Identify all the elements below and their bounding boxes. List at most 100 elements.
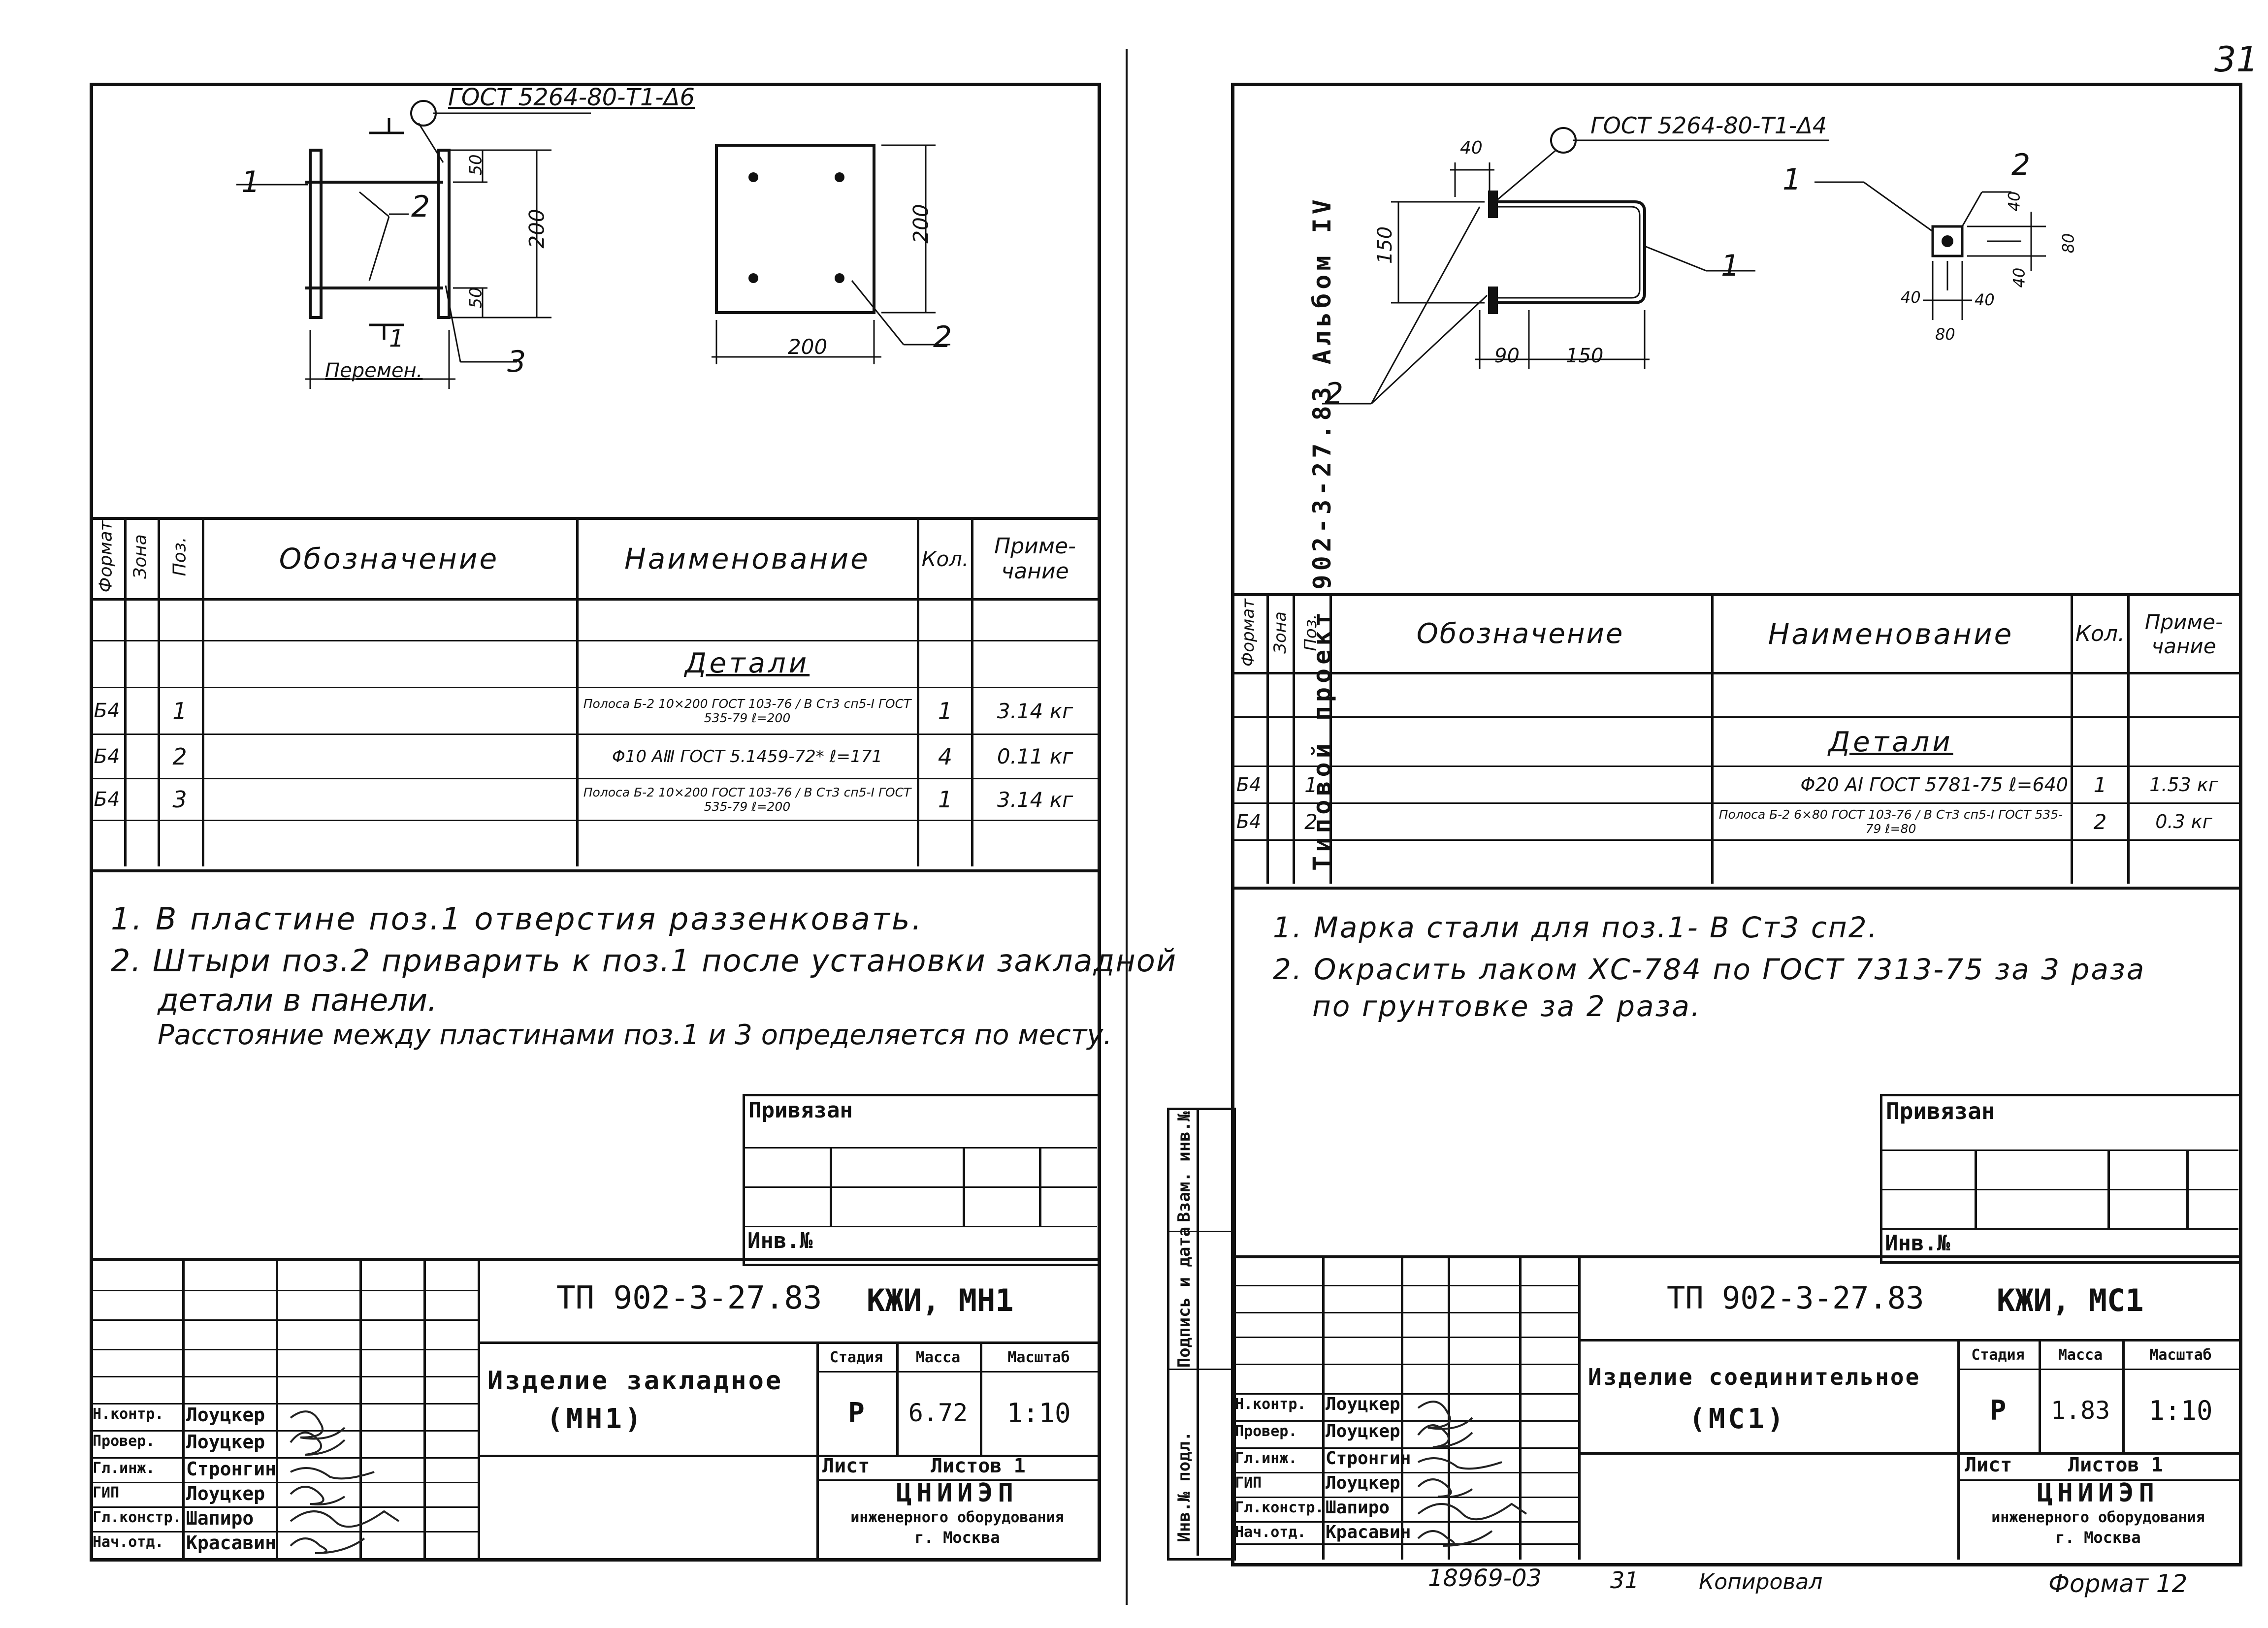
- right-row1-qty: 1: [2093, 772, 2107, 797]
- footer-sheet-no: 31: [1610, 1567, 1639, 1594]
- left-mass-header: Масса: [915, 1349, 961, 1366]
- right-note-3: по грунтовке за 2 раза.: [1312, 990, 1702, 1023]
- right-note-2: 2. Окрасить лаком ХС-784 по ГОСТ 7313-75…: [1273, 953, 2146, 986]
- right-dim-40-a: 40: [2005, 191, 2024, 212]
- left-header-note: Приме-чание: [994, 534, 1076, 584]
- right-dim-80-b: 80: [1935, 325, 1955, 344]
- right-header-qty: Кол.: [2075, 621, 2125, 646]
- side-stamp: [1167, 1108, 1236, 1561]
- left-sheet: [90, 83, 1101, 1562]
- page-number: 31: [2214, 39, 2258, 80]
- left-group-details: Детали: [684, 647, 810, 679]
- right-dim-40-c: 40: [1901, 288, 1921, 307]
- right-dim-80-a: 80: [2059, 233, 2078, 254]
- left-binding-box: [743, 1094, 1100, 1266]
- footer-format: Формат 12: [2048, 1569, 2188, 1598]
- left-row2-name: Φ10 АⅢ ГОСТ 5.1459-72* ℓ=171: [612, 746, 883, 766]
- footer-order-no: 18969-03: [1428, 1564, 1542, 1592]
- left-dim-200-plan-h: 200: [788, 335, 828, 359]
- right-row1-pos: 1: [1304, 772, 1318, 797]
- left-item-mark: (МН1): [547, 1403, 645, 1435]
- right-row1-name: Φ20 АI ГОСТ 5781-75 ℓ=640: [1800, 774, 2068, 796]
- right-callout-2-plates: 2: [1325, 377, 1344, 411]
- left-dim-200-plan-v: 200: [908, 204, 933, 244]
- left-note-1: 1. В пластине поз.1 отверстия раззенкова…: [111, 901, 924, 937]
- right-signatures: [1417, 1401, 1527, 1547]
- right-row2-format: Б4: [1236, 811, 1262, 832]
- left-name-4: Лоуцкер: [186, 1483, 265, 1504]
- left-sheet-label: Лист: [822, 1455, 870, 1477]
- left-variable-label: Перемен.: [325, 359, 423, 382]
- left-role-5: Гл.констр.: [93, 1509, 182, 1526]
- left-header-name: Наименование: [624, 542, 870, 575]
- right-name-6: Красавин: [1326, 1522, 1411, 1542]
- footer-copied: Копировал: [1699, 1569, 1823, 1595]
- right-name-5: Шапиро: [1326, 1498, 1390, 1518]
- left-org-2: инженерного оборудования: [850, 1509, 1064, 1526]
- left-inv-label: Инв.№: [747, 1228, 813, 1253]
- right-role-2: Провер.: [1235, 1423, 1297, 1440]
- left-stage-value: Р: [848, 1397, 865, 1429]
- left-row3-note: 3.14 кг: [997, 787, 1073, 812]
- right-callout-1-bar: 1: [1721, 249, 1740, 283]
- left-row1-note: 3.14 кг: [997, 699, 1073, 723]
- right-role-5: Гл.констр.: [1235, 1499, 1324, 1516]
- right-row2-pos: 2: [1304, 809, 1318, 834]
- left-role-1: Н.контр.: [93, 1405, 164, 1423]
- left-row2-format: Б4: [94, 745, 120, 768]
- left-spec-table: [90, 517, 1098, 872]
- left-row3-pos: 3: [172, 786, 187, 813]
- left-callout-2-plan: 2: [933, 320, 952, 354]
- left-row3-name: Полоса Б-2 10×200 ГОСТ 103-76 / В Ст3 сп…: [583, 785, 911, 814]
- right-sheet: [1231, 83, 2242, 1566]
- right-inv-label: Инв.№: [1885, 1231, 1950, 1256]
- left-scale-value: 1:10: [1006, 1397, 1071, 1429]
- left-binding-label: Привязан: [748, 1098, 853, 1123]
- right-title-block: [1231, 1255, 2239, 1563]
- left-role-2: Провер.: [93, 1433, 155, 1450]
- left-signatures: [290, 1410, 400, 1554]
- left-sheets-label: Листов 1: [931, 1455, 1026, 1477]
- right-header-note: Приме-чание: [2144, 609, 2223, 658]
- right-role-6: Нач.отд.: [1235, 1524, 1306, 1541]
- left-section-mark: 1: [389, 325, 404, 352]
- right-name-4: Лоуцкер: [1326, 1473, 1400, 1493]
- right-header-zone: Зона: [1270, 611, 1290, 654]
- left-row1-qty: 1: [938, 698, 953, 724]
- left-mass-value: 6.72: [908, 1399, 968, 1427]
- left-header-pos: Поз.: [169, 537, 190, 576]
- left-header-qty: Кол.: [921, 546, 969, 571]
- right-row2-name: Полоса Б-2 6×80 ГОСТ 103-76 / В Ст3 сп5-…: [1718, 807, 2063, 836]
- left-row1-format: Б4: [94, 700, 120, 722]
- left-title-mark: КЖИ, МН1: [867, 1282, 1014, 1318]
- left-role-3: Гл.инж.: [93, 1460, 155, 1477]
- right-name-3: Стронгин: [1326, 1448, 1411, 1468]
- left-row1-name: Полоса Б-2 10×200 ГОСТ 103-76 / В Ст3 сп…: [583, 697, 911, 725]
- right-name-1: Лоуцкер: [1326, 1394, 1400, 1414]
- right-dim-150-h: 150: [1566, 345, 1604, 367]
- right-callout-2: 2: [2011, 148, 2031, 182]
- right-row2-note: 0.3 кг: [2155, 811, 2212, 832]
- right-dim-150-v: 150: [1374, 226, 1397, 264]
- left-scale-header: Масштаб: [1007, 1349, 1070, 1366]
- right-item-mark: (МС1): [1689, 1403, 1787, 1435]
- left-name-6: Красавин: [186, 1532, 277, 1554]
- right-header-format: Формат: [1238, 599, 1258, 667]
- sheet-fold-line: [1126, 49, 1128, 1605]
- right-scale-header: Масштаб: [2149, 1346, 2212, 1364]
- left-dim-50-top: 50: [466, 154, 486, 176]
- right-spec-table: [1231, 593, 2239, 890]
- right-row1-note: 1.53 кг: [2149, 774, 2218, 796]
- left-name-5: Шапиро: [186, 1507, 254, 1529]
- right-header-pos: Поз.: [1301, 614, 1321, 651]
- right-stage-value: Р: [1989, 1394, 2007, 1427]
- left-weld-ref: ГОСТ 5264-80-Т1-Δ6: [448, 84, 695, 111]
- right-title-mark: КЖИ, МС1: [1997, 1282, 2144, 1318]
- right-role-4: ГИП: [1235, 1474, 1262, 1492]
- right-sheet-label: Лист: [1965, 1454, 2012, 1476]
- left-name-1: Лоуцкер: [186, 1404, 265, 1426]
- left-note-2: 2. Штыри поз.2 приварить к поз.1 после у…: [111, 943, 1177, 979]
- left-header-format: Формат: [96, 520, 116, 593]
- side-stamp-inv: Инв.№ подл.: [1174, 1431, 1194, 1542]
- right-mass-value: 1.83: [2050, 1396, 2110, 1425]
